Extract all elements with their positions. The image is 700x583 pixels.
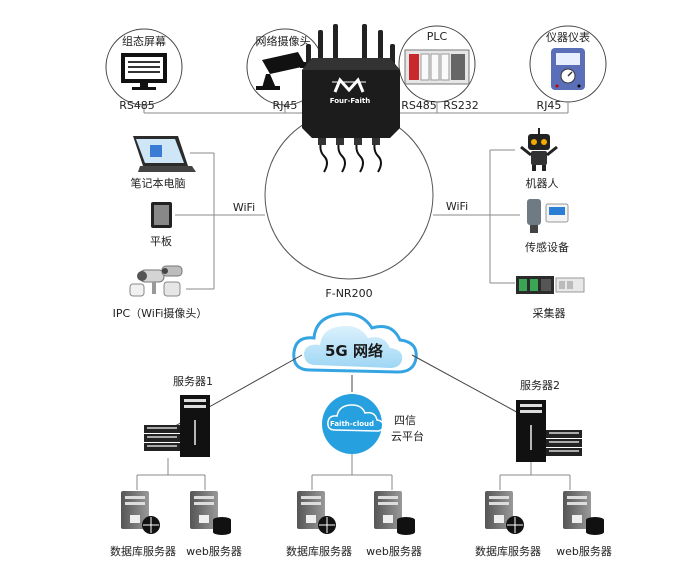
db-server-label-3: 数据库服务器 xyxy=(475,544,541,558)
ipc-camera-icon xyxy=(129,265,183,297)
faith-cloud-icon xyxy=(322,394,384,454)
screen-label: 组态屏幕 xyxy=(122,34,166,48)
port-rs232: RS232 xyxy=(443,99,479,112)
security-camera-icon xyxy=(256,52,308,90)
db-server-label-2: 数据库服务器 xyxy=(286,544,352,558)
router-antennas xyxy=(306,24,395,66)
robot-icon xyxy=(520,128,558,171)
bottom-connectors xyxy=(136,454,571,490)
db-server-label-1: 数据库服务器 xyxy=(110,544,176,558)
web-server-label-3: web服务器 xyxy=(556,545,612,558)
router-device: Four-Faith xyxy=(302,24,400,173)
server1-rack-icon xyxy=(144,395,210,457)
tablet-label: 平板 xyxy=(150,234,172,248)
faith-cloud-label: Faith-cloud xyxy=(330,420,374,428)
db-server-icon xyxy=(297,491,336,534)
cloud-5g-icon xyxy=(292,312,418,374)
web-server-label-1: web服务器 xyxy=(186,545,242,558)
router-model: F-NR200 xyxy=(325,287,372,300)
web-server-icon xyxy=(374,491,415,535)
db-server-icon xyxy=(121,491,160,534)
server2-rack-icon xyxy=(516,400,582,462)
left-wifi-lines xyxy=(175,152,265,290)
port-rs485-right: RS485 xyxy=(401,99,437,112)
plc-device: PLC xyxy=(398,25,476,103)
ipc-label: IPC（WiFi摄像头） xyxy=(113,306,208,320)
platform-line2: 云平台 xyxy=(391,429,424,443)
wifi-right-label: WiFi xyxy=(446,200,468,213)
robot-label: 机器人 xyxy=(526,176,559,190)
sensor-icon xyxy=(527,199,569,233)
router-cables xyxy=(318,137,382,173)
web-server-icon xyxy=(190,491,231,535)
camera-label: 网络摄像头 xyxy=(256,34,311,48)
screen-device: 组态屏幕 xyxy=(105,28,183,106)
port-rj45-right: RJ45 xyxy=(537,99,562,112)
top-bus-lines xyxy=(143,102,569,114)
meter-device: 仪器仪表 xyxy=(529,25,607,103)
four-faith-logo-icon xyxy=(332,77,366,93)
laptop-label: 笔记本电脑 xyxy=(131,176,186,190)
platform-line1: 四信 xyxy=(394,414,416,427)
db-server-icon xyxy=(485,491,524,534)
server1-label: 服务器1 xyxy=(173,375,213,388)
plc-module-icon xyxy=(404,49,470,85)
collector-label: 采集器 xyxy=(533,306,566,320)
monitor-icon xyxy=(121,53,167,90)
plc-label: PLC xyxy=(427,30,448,43)
web-server-label-2: web服务器 xyxy=(366,545,422,558)
port-rs485-left: RS485 xyxy=(119,99,155,112)
tablet-icon xyxy=(151,202,172,228)
web-server-icon xyxy=(563,491,604,535)
right-wifi-lines xyxy=(433,149,520,284)
router-brand: Four-Faith xyxy=(330,97,370,105)
multimeter-icon xyxy=(551,48,585,90)
port-rj45-left: RJ45 xyxy=(273,99,298,112)
collector-icon xyxy=(516,276,585,294)
sensor-label: 传感设备 xyxy=(525,240,569,254)
meter-label: 仪器仪表 xyxy=(546,30,590,44)
server2-label: 服务器2 xyxy=(520,379,560,392)
wifi-left-label: WiFi xyxy=(233,201,255,214)
cloud-5g-label: 5G 网络 xyxy=(325,342,383,360)
laptop-icon xyxy=(133,136,196,172)
